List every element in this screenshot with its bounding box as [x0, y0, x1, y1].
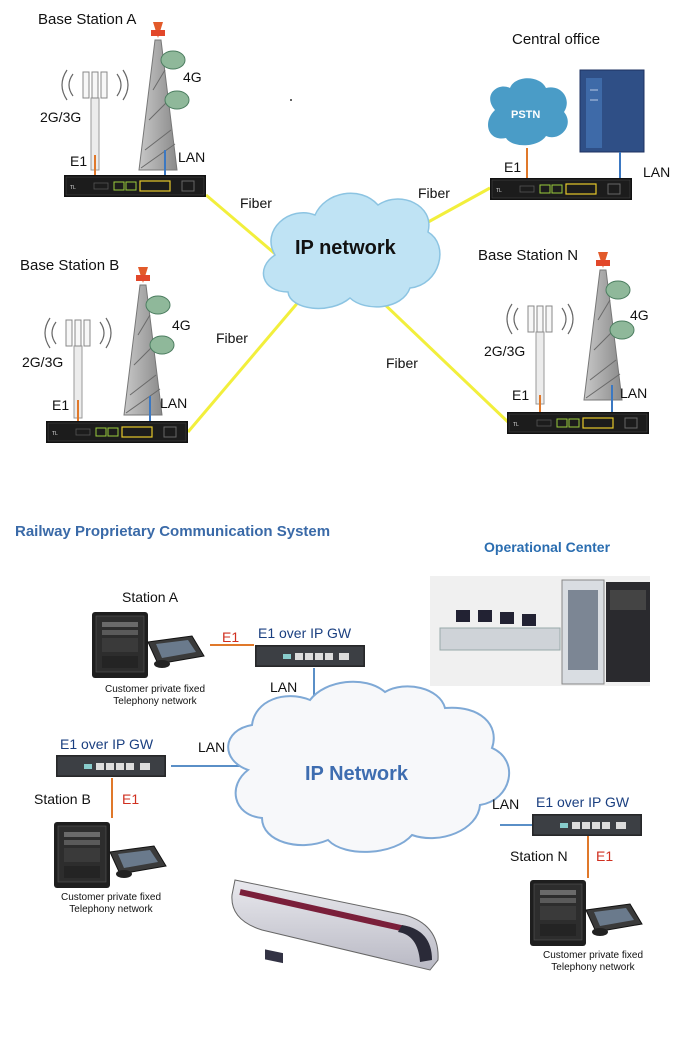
label-e1-station-n: E1	[596, 848, 614, 864]
label-e1-station-a: E1	[222, 629, 240, 645]
label-gw-a: E1 over IP GW	[258, 625, 352, 641]
ip-network-cloud	[262, 192, 441, 310]
label-4g-b: 4G	[172, 317, 191, 333]
label-ip-network: IP network	[295, 237, 396, 259]
label-2g3g-n: 2G/3G	[484, 343, 526, 359]
customer-line2-b: Telephony network	[69, 904, 153, 915]
label-operational-center: Operational Center	[484, 539, 611, 555]
pstn-cloud	[488, 78, 568, 146]
label-ip-network-2: IP Network	[305, 763, 408, 785]
central-office	[488, 69, 645, 201]
label-fiber-b: Fiber	[216, 330, 248, 346]
fiber-link-a	[205, 193, 281, 260]
fiber-links	[186, 186, 510, 433]
label-lan-central: LAN	[643, 164, 671, 180]
label-station-n: Station N	[510, 848, 568, 864]
label-base-station-a: Base Station A	[38, 11, 137, 28]
customer-network-n: Customer private fixed Telephony network	[528, 950, 658, 974]
customer-line1-b: Customer private fixed	[60, 892, 162, 903]
label-e1-station-b: E1	[122, 791, 140, 807]
router-a	[63, 174, 207, 198]
fiber-link-n	[378, 298, 510, 424]
label-base-station-b: Base Station B	[20, 257, 120, 274]
train-image	[231, 879, 439, 971]
customer-equip-n	[529, 879, 643, 947]
fiber-link-b	[186, 299, 302, 433]
label-4g-n: 4G	[630, 307, 649, 323]
gw-a	[254, 644, 366, 668]
label-e1-a: E1	[70, 153, 88, 169]
label-station-a: Station A	[122, 589, 179, 605]
customer-line1-a: Customer private fixed	[104, 684, 206, 695]
label-e1-central: E1	[504, 159, 522, 175]
label-lan-b: LAN	[160, 395, 188, 411]
customer-line1-n: Customer private fixed	[542, 950, 644, 961]
gw-b	[55, 754, 167, 778]
label-lan-station-a: LAN	[270, 679, 298, 695]
operational-center-image	[430, 576, 650, 686]
base-station-n	[506, 251, 650, 435]
ip-network-cloud-2	[227, 680, 510, 853]
label-station-b: Station B	[34, 791, 91, 807]
label-e1-n: E1	[512, 387, 530, 403]
customer-network-a: Customer private fixed Telephony network	[90, 684, 220, 708]
label-2g3g-a: 2G/3G	[40, 109, 82, 125]
router-central	[489, 177, 633, 201]
customer-equip-b	[53, 821, 167, 889]
customer-network-b: Customer private fixed Telephony network	[46, 892, 176, 916]
router-n	[506, 411, 650, 435]
label-lan-station-b: LAN	[198, 739, 226, 755]
base-station-b	[44, 266, 189, 444]
gw-n	[531, 813, 643, 837]
customer-line2-n: Telephony network	[551, 962, 635, 973]
customer-line2-a: Telephony network	[113, 696, 197, 707]
label-central-office: Central office	[512, 31, 601, 48]
railway-title: Railway Proprietary Communication System	[15, 523, 331, 540]
label-gw-n: E1 over IP GW	[536, 794, 630, 810]
label-4g-a: 4G	[183, 69, 202, 85]
label-lan-station-n: LAN	[492, 796, 520, 812]
label-lan-a: LAN	[178, 149, 206, 165]
label-gw-b: E1 over IP GW	[60, 736, 154, 752]
base-station-a	[61, 21, 207, 198]
label-pstn: PSTN	[511, 109, 541, 121]
label-fiber-a: Fiber	[240, 195, 272, 211]
label-fiber-central: Fiber	[418, 185, 450, 201]
router-b	[45, 420, 189, 444]
customer-equip-a	[91, 611, 205, 679]
label-base-station-n: Base Station N	[478, 247, 579, 264]
label-lan-n: LAN	[620, 385, 648, 401]
label-e1-b: E1	[52, 397, 70, 413]
label-2g3g-b: 2G/3G	[22, 354, 64, 370]
label-fiber-n: Fiber	[386, 355, 418, 371]
